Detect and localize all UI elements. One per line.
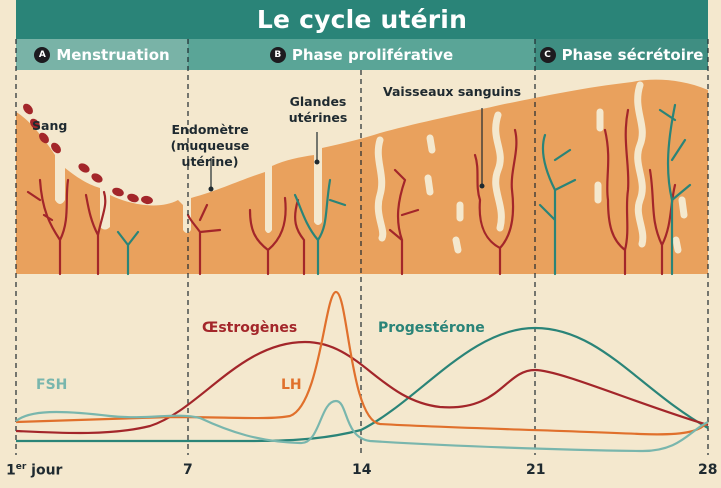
day-gridlines bbox=[15, 39, 709, 455]
label-blood-vessels: Vaisseaux sanguins bbox=[383, 84, 522, 99]
label-blood: Sang bbox=[32, 118, 68, 133]
curve-lh bbox=[15, 290, 709, 436]
label-fsh: FSH bbox=[36, 377, 68, 393]
axis-label-day21: 21 bbox=[526, 462, 546, 478]
page-title: Le cycle utérin bbox=[256, 5, 468, 34]
axis-label-day14: 14 bbox=[352, 462, 372, 478]
label-lh: LH bbox=[281, 377, 302, 393]
curve-estrogen bbox=[15, 340, 709, 435]
title-bar: Le cycle utérin bbox=[16, 0, 708, 39]
phase-label: Phase proliférative bbox=[291, 45, 454, 64]
label-endometrium: Endomètre (muqueuse utérine) bbox=[170, 122, 250, 169]
phase-proliferative: B Phase proliférative bbox=[188, 39, 535, 70]
blood-drops bbox=[23, 103, 153, 205]
phase-label: Menstruation bbox=[56, 45, 170, 64]
blood-vessels-teal bbox=[116, 103, 692, 276]
axis-label-day7: 7 bbox=[183, 462, 193, 478]
label-progesterone: Progestérone bbox=[378, 320, 485, 336]
axis-label-day1: 1er jour bbox=[6, 462, 63, 479]
phase-badge-b: B bbox=[269, 46, 286, 63]
endometrium-tissue bbox=[16, 79, 708, 274]
phase-menstruation: A Menstruation bbox=[16, 39, 188, 70]
curve-fsh bbox=[15, 399, 709, 453]
label-pointers bbox=[210, 108, 483, 189]
phase-badge-a: A bbox=[34, 46, 51, 63]
pointer-dots bbox=[208, 159, 485, 192]
blood-vessels-red bbox=[26, 108, 677, 276]
label-uterine-glands: Glandes utérines bbox=[288, 94, 348, 125]
curve-progesterone bbox=[16, 326, 709, 443]
axis-label-day28: 28 bbox=[698, 462, 718, 478]
phase-secretory: C Phase sécrétoire bbox=[535, 39, 708, 70]
label-estrogen: Œstrogènes bbox=[202, 320, 298, 336]
uterine-glands bbox=[374, 81, 688, 254]
phase-badge-c: C bbox=[539, 46, 556, 63]
phase-label: Phase sécrétoire bbox=[561, 45, 704, 64]
